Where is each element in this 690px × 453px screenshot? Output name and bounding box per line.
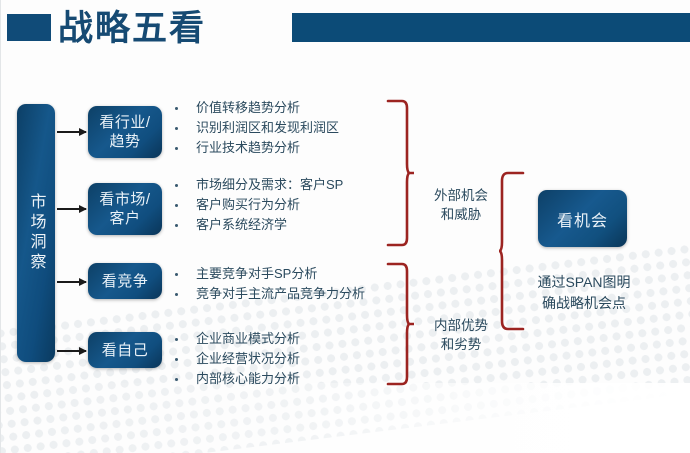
page-title: 战略五看 xyxy=(58,9,207,48)
bullet-item: 客户购买行为分析 xyxy=(174,195,343,215)
brace-external xyxy=(386,99,414,247)
bullet-item: 市场细分及需求：客户SP xyxy=(174,175,343,195)
side-label-external-line2: 和威胁 xyxy=(440,207,482,222)
bullet-group-self: 企业商业模式分析 企业经营状况分析 内部核心能力分析 xyxy=(174,329,300,389)
left-edge-line xyxy=(0,0,1,453)
bullet-group-industry-trend: 价值转移趋势分析 识别利润区和发现利润区 行业技术趋势分析 xyxy=(174,98,339,158)
category-2-line2: 客户 xyxy=(109,210,141,227)
bullet-item: 企业商业模式分析 xyxy=(174,329,300,349)
header-accent-bar-left xyxy=(7,14,51,41)
opportunity-box-label: 看机会 xyxy=(556,212,608,230)
bullet-item: 企业经营状况分析 xyxy=(174,349,300,369)
category-box-industry-trend[interactable]: 看行业/ 趋势 xyxy=(88,106,162,158)
category-box-market-customer[interactable]: 看市场/ 客户 xyxy=(88,183,162,235)
bullet-item: 竞争对手主流产品竞争力分析 xyxy=(174,284,365,304)
bullet-item: 行业技术趋势分析 xyxy=(174,138,339,158)
side-label-external-line1: 外部机会 xyxy=(434,188,488,203)
opportunity-note-line1: 通过SPAN图明 xyxy=(537,274,631,290)
arrow-to-category-2 xyxy=(57,204,87,213)
category-3-line1: 看竞争 xyxy=(101,272,149,290)
opportunity-note: 通过SPAN图明 确战略机会点 xyxy=(519,272,649,314)
category-box-competition[interactable]: 看竞争 xyxy=(88,263,162,299)
arrow-to-category-1 xyxy=(57,127,87,136)
opportunity-note-line2: 确战略机会点 xyxy=(542,295,626,311)
header-accent-bar-right xyxy=(292,13,690,42)
bullet-item: 主要竞争对手SP分析 xyxy=(174,264,365,284)
side-label-internal: 内部优势 和劣势 xyxy=(422,316,500,354)
bullet-group-market-customer: 市场细分及需求：客户SP 客户购买行为分析 客户系统经济学 xyxy=(174,175,343,235)
opportunity-box[interactable]: 看机会 xyxy=(538,190,627,247)
arrow-to-category-4 xyxy=(57,346,87,355)
arrow-to-category-3 xyxy=(57,277,87,286)
category-4-line1: 看自己 xyxy=(101,341,149,359)
side-label-external: 外部机会 和威胁 xyxy=(422,186,500,224)
category-1-line2: 趋势 xyxy=(109,133,141,150)
bullet-item: 客户系统经济学 xyxy=(174,215,343,235)
market-insight-box: 市场洞察 xyxy=(17,104,55,362)
halftone-fade-mask xyxy=(0,383,690,453)
category-2-line1: 看市场/ xyxy=(99,191,151,208)
bullet-item: 价值转移趋势分析 xyxy=(174,98,339,118)
brace-internal xyxy=(386,262,414,386)
category-box-self[interactable]: 看自己 xyxy=(88,332,162,368)
category-1-line1: 看行业/ xyxy=(99,114,151,131)
bullet-item: 内部核心能力分析 xyxy=(174,369,300,389)
side-label-internal-line2: 和劣势 xyxy=(440,337,482,352)
bullet-group-competition: 主要竞争对手SP分析 竞争对手主流产品竞争力分析 xyxy=(174,264,365,304)
bullet-item: 识别利润区和发现利润区 xyxy=(174,118,339,138)
market-insight-label: 市场洞察 xyxy=(27,193,45,273)
side-label-internal-line1: 内部优势 xyxy=(434,318,488,333)
